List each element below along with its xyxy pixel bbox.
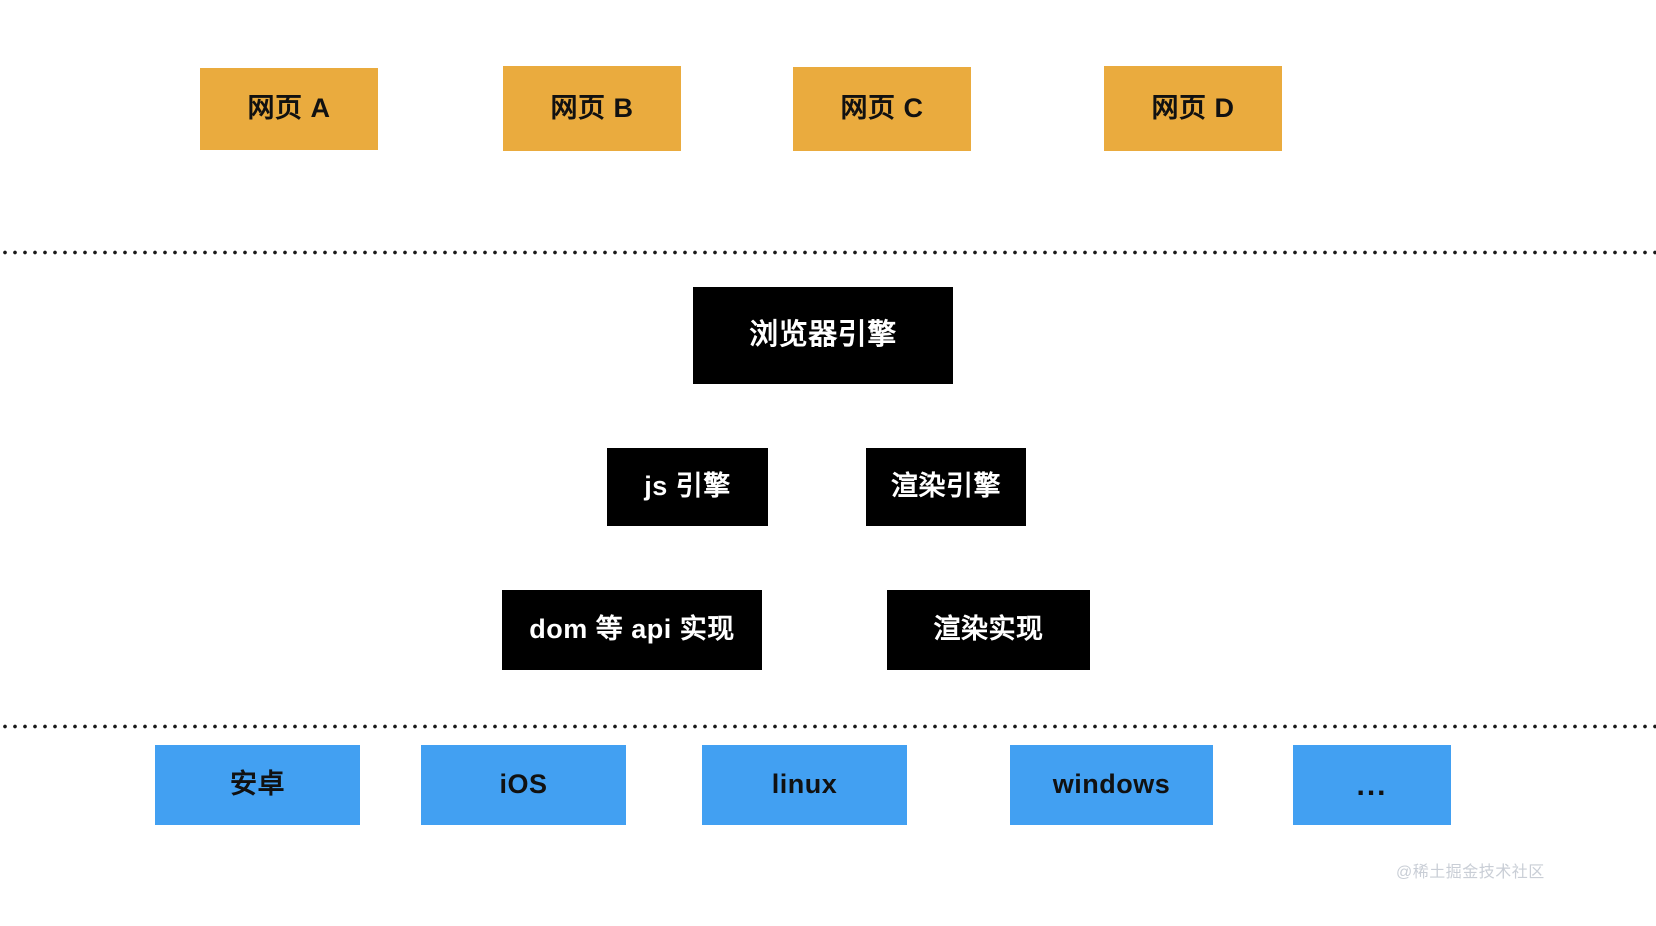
node-os-android[interactable]: 安卓 [155,745,360,825]
node-os-ios[interactable]: iOS [421,745,626,825]
node-render-implementation[interactable]: 渲染实现 [887,590,1090,670]
divider-pages-engine [0,250,1656,255]
divider-engine-os [0,724,1656,729]
node-web-page-a[interactable]: 网页 A [200,68,378,150]
node-web-page-d[interactable]: 网页 D [1104,66,1282,151]
node-os-more[interactable]: ... [1293,745,1451,825]
node-js-engine[interactable]: js 引擎 [607,448,768,526]
watermark-label: @稀土掘金技术社区 [1396,864,1545,881]
node-os-linux[interactable]: linux [702,745,907,825]
node-web-page-c[interactable]: 网页 C [793,67,971,151]
node-browser-engine[interactable]: 浏览器引擎 [693,287,953,384]
node-dom-api-implementation[interactable]: dom 等 api 实现 [502,590,762,670]
node-os-windows[interactable]: windows [1010,745,1213,825]
node-render-engine[interactable]: 渲染引擎 [866,448,1026,526]
node-web-page-b[interactable]: 网页 B [503,66,681,151]
